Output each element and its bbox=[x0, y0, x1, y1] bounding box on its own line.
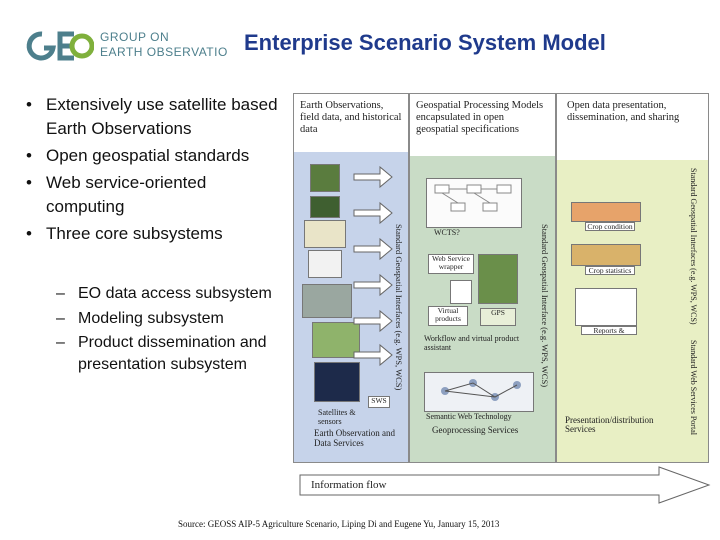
sub-bullet-list: –EO data access subsystem –Modeling subs… bbox=[56, 283, 276, 378]
sub-bullet-item: –Product dissemination and presentation … bbox=[56, 332, 276, 375]
sub-bullet-glyph: – bbox=[56, 334, 65, 351]
eo-column-heading: Earth Observations, field data, and hist… bbox=[300, 100, 402, 135]
bullet-glyph: • bbox=[26, 146, 32, 165]
process-node-thumbnail bbox=[450, 280, 472, 304]
org-name-line1: GROUP ON bbox=[100, 30, 170, 44]
geo-logo-mark-icon bbox=[26, 31, 94, 61]
eo-services-label: Earth Observation and Data Services bbox=[314, 428, 395, 448]
bullet-text: Web service-oriented computing bbox=[46, 173, 207, 216]
crop-statistics-box: Crop statistics bbox=[585, 266, 635, 275]
geoprocessing-column-heading: Geospatial Processing Models encapsulate… bbox=[416, 100, 544, 135]
presentation-column: Open data presentation, dissemination, a… bbox=[556, 93, 709, 463]
crop-image-thumbnail bbox=[478, 254, 518, 304]
source-caption: Source: GEOSS AIP-5 Agriculture Scenario… bbox=[178, 519, 500, 529]
sub-bullet-glyph: – bbox=[56, 309, 65, 327]
presentation-services-label: Presentation/distribution Services bbox=[565, 415, 654, 434]
sub-bullet-text: Modeling subsystem bbox=[78, 309, 224, 327]
bullet-item: • Open geospatial standards bbox=[20, 144, 282, 168]
workflow-label: Workflow and virtual product assistant bbox=[424, 334, 520, 352]
crop-statistics-map-thumbnail bbox=[571, 244, 641, 266]
bullet-glyph: • bbox=[26, 173, 32, 192]
eo-data-column: Earth Observations, field data, and hist… bbox=[293, 93, 409, 463]
us-map-thumbnail bbox=[312, 322, 360, 358]
geoprocessing-services-label: Geoprocessing Services bbox=[432, 425, 519, 435]
semantic-network-box bbox=[424, 372, 534, 412]
bullet-glyph: • bbox=[26, 224, 32, 243]
bullet-list: • Extensively use satellite based Earth O… bbox=[20, 93, 282, 249]
org-name-line2: EARTH OBSERVATIO bbox=[100, 45, 228, 59]
system-model-diagram: Earth Observations, field data, and hist… bbox=[293, 93, 711, 505]
bullet-item: • Extensively use satellite based Earth O… bbox=[20, 93, 282, 141]
field-image-thumbnail bbox=[310, 196, 340, 218]
model-interface-label: Standard Geospatial Interface (e.g. WPS,… bbox=[540, 224, 550, 388]
workflow-model-box bbox=[426, 178, 522, 228]
eo-interface-label: Standard Geospatial Interfaces (e.g. WPS… bbox=[394, 224, 404, 391]
workflow-graph-icon bbox=[434, 184, 512, 212]
bullet-text: Three core subsystems bbox=[46, 224, 223, 243]
presentation-column-heading: Open data presentation, dissemination, a… bbox=[567, 100, 680, 123]
flow-arrow-icon bbox=[299, 466, 711, 504]
reports-box: Reports & bulletins bbox=[581, 326, 637, 335]
satellite-scene-thumbnail bbox=[302, 284, 352, 318]
network-graph-icon bbox=[441, 379, 521, 401]
bullet-item: • Web service-oriented computing bbox=[20, 171, 282, 219]
wcts-label: WCTS? bbox=[434, 228, 460, 237]
presentation-interface-label: Standard Geospatial Interfaces (e.g. WPS… bbox=[689, 168, 698, 325]
satellites-label: Satellites & sensors bbox=[318, 408, 356, 426]
data-flow-arrows-icon bbox=[353, 166, 393, 366]
page-title: Enterprise Scenario System Model bbox=[244, 30, 606, 55]
geoprocessing-column: Geospatial Processing Models encapsulate… bbox=[409, 93, 556, 463]
sub-bullet-text: Product dissemination and presentation s… bbox=[78, 334, 267, 373]
sub-bullet-item: –EO data access subsystem bbox=[56, 283, 276, 305]
sub-bullet-glyph: – bbox=[56, 285, 65, 302]
chart-thumbnail bbox=[308, 250, 342, 278]
information-flow-arrow: Information flow bbox=[299, 465, 711, 505]
crop-condition-box: Crop condition bbox=[585, 222, 635, 231]
gps-box: GPS bbox=[480, 308, 516, 326]
geo-logo: GROUP ON EARTH OBSERVATIO bbox=[22, 26, 227, 66]
map-thumbnail bbox=[304, 220, 346, 248]
vegetation-image-thumbnail bbox=[310, 164, 340, 192]
bullet-text: Extensively use satellite based Earth Ob… bbox=[46, 95, 278, 138]
report-document-thumbnail bbox=[575, 288, 637, 326]
sws-box: SWS bbox=[368, 396, 390, 408]
web-service-wrapper-box: Web Service wrapper bbox=[428, 254, 474, 274]
bullet-text: Open geospatial standards bbox=[46, 146, 250, 165]
crop-condition-map-thumbnail bbox=[571, 202, 641, 222]
sub-bullet-item: –Modeling subsystem bbox=[56, 308, 276, 330]
web-portal-label: Standard Web Services Portal bbox=[689, 340, 698, 435]
virtual-products-box: Virtual products bbox=[428, 306, 468, 326]
satellite-photo-thumbnail bbox=[314, 362, 360, 402]
bullet-glyph: • bbox=[26, 95, 32, 114]
information-flow-label: Information flow bbox=[311, 479, 387, 491]
bullet-item: • Three core subsystems bbox=[20, 222, 282, 246]
sub-bullet-text: EO data access subsystem bbox=[78, 285, 272, 302]
semantic-web-label: Semantic Web Technology bbox=[426, 412, 512, 421]
